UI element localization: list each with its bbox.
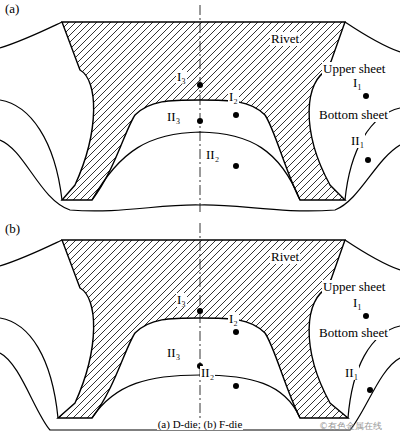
point-label: I₂ xyxy=(228,312,239,326)
point xyxy=(197,118,203,124)
point xyxy=(363,93,369,99)
panel-label: (b) xyxy=(4,222,21,236)
upper-sheet-surface xyxy=(345,22,400,52)
point xyxy=(197,82,203,88)
sheet-interface xyxy=(0,318,58,418)
point-label: II₂ xyxy=(200,366,215,380)
part-label: Rivet xyxy=(270,250,300,264)
point xyxy=(233,112,239,118)
panel-b xyxy=(0,223,400,430)
part-label: Rivet xyxy=(270,32,300,46)
part-label: Upper sheet xyxy=(322,62,386,76)
measure-points-a xyxy=(197,82,371,169)
part-label: Bottom sheet xyxy=(318,108,389,122)
point-label: I₁ xyxy=(352,76,363,90)
point-label: II₁ xyxy=(350,134,365,148)
point-label: I₃ xyxy=(176,70,187,84)
rivet xyxy=(62,22,345,200)
point xyxy=(233,329,239,335)
center-line xyxy=(200,223,201,430)
part-label: Bottom sheet xyxy=(318,326,389,340)
point xyxy=(197,308,203,314)
point xyxy=(367,387,373,393)
sheet-interface xyxy=(0,100,62,200)
point-label: II₃ xyxy=(166,110,181,124)
upper-sheet-surface xyxy=(345,240,400,270)
upper-sheet-surface xyxy=(0,22,62,48)
point-label: I₁ xyxy=(352,296,363,310)
part-label: Upper sheet xyxy=(322,280,386,294)
point-label: II₂ xyxy=(205,148,220,162)
point-label: I₃ xyxy=(176,293,187,307)
panel-label: (a) xyxy=(4,2,20,16)
point-label: II₁ xyxy=(344,366,359,380)
point xyxy=(365,157,371,163)
rivet xyxy=(58,240,348,418)
sheet-interface xyxy=(92,375,300,418)
sheet-interface xyxy=(92,132,300,200)
watermark: ©有色金属在线 xyxy=(318,422,383,432)
point-label: I₂ xyxy=(228,90,239,104)
point xyxy=(363,313,369,319)
panel-a xyxy=(0,5,400,212)
figure-caption: (a) D-die; (b) F-die xyxy=(157,418,244,430)
center-line xyxy=(200,5,201,212)
point xyxy=(233,383,239,389)
point xyxy=(233,163,239,169)
upper-sheet-surface xyxy=(0,240,62,266)
point-label: II₃ xyxy=(166,346,181,360)
measure-points-b xyxy=(197,308,373,393)
